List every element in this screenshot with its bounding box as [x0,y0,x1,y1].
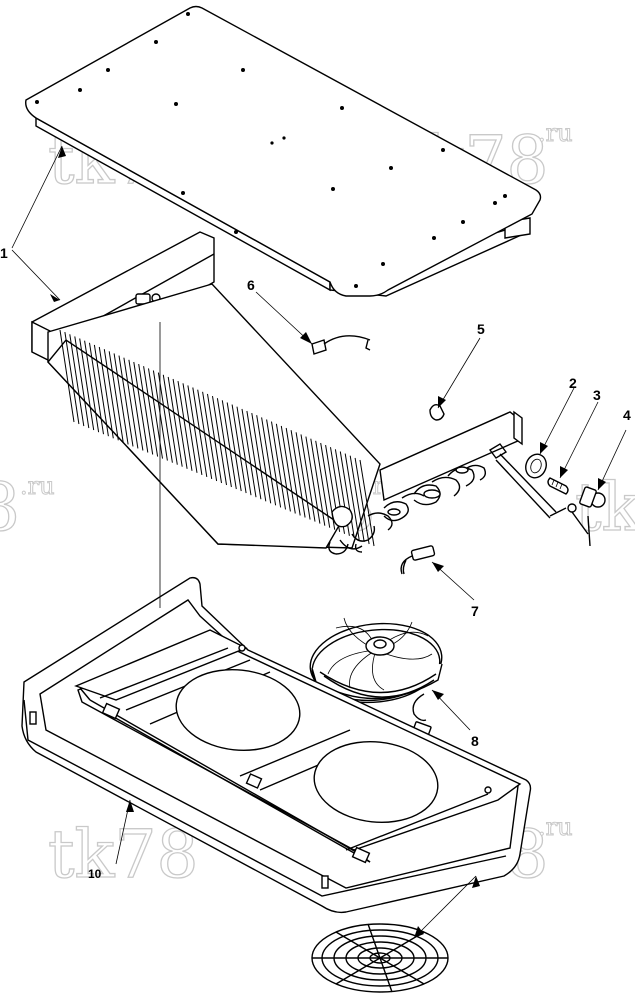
coil-fin [344,453,360,540]
coil-fin [280,425,296,514]
coil-fin [98,346,114,439]
coil-fin [212,396,227,486]
hose-fitting [547,477,569,495]
coil-fin [103,349,119,441]
coil-fin [128,359,144,451]
coil-fin [359,459,375,547]
coil-fin [202,391,218,482]
o-ring-gasket [525,453,547,479]
fan-guard-grille [311,923,449,993]
thermostat-sensor [311,335,371,355]
leader-lines [11,145,627,939]
coil-fin [300,434,316,522]
watermark-mid-left: 8 .ru [0,468,55,546]
coil-fin [275,423,291,512]
watermark-text: tk78 [48,816,199,893]
callout-8: 8 [471,733,479,749]
coil-fin [69,334,85,427]
coil-fin [216,398,232,488]
callout-7: 7 [471,603,479,619]
coil-fin [266,419,282,508]
coil-fin [285,427,301,516]
coil-fin [251,413,267,502]
coil-fin [113,353,129,445]
coil-fin [339,451,355,538]
watermark-suffix: .ru [538,813,573,841]
coil-fin [261,417,277,506]
coil-fin [310,438,326,526]
tube-clip [429,403,445,421]
coil-fin [231,404,247,494]
coil-fins [59,329,375,547]
watermark-suffix: .ru [20,472,55,500]
callout-1: 1 [0,245,8,261]
coil-fin [197,389,213,479]
coil-fin [256,415,272,504]
coil-fin [221,400,237,490]
coil-fin [118,355,134,447]
coil-fin [172,378,188,469]
top-cover-panel [25,5,542,297]
callout-4: 4 [623,407,631,423]
coil-fin [133,361,149,453]
coil-fin [84,340,100,433]
coil-fin [207,393,222,484]
coil-fin [271,421,286,510]
coil-fin [236,406,252,496]
callout-5: 5 [477,321,485,337]
bottom-housing [21,576,532,914]
blower-fan [309,617,443,737]
coil-fin [143,366,159,457]
coil-fin [93,344,109,437]
coil-fin [108,351,124,443]
coil-fin [167,376,183,467]
coil-fin [123,357,139,449]
coil-fin [290,430,306,518]
watermark-mid-right: tk78 [574,468,635,546]
coil-fin [315,440,331,528]
coil-fin [226,402,242,492]
coil-fin [187,385,203,475]
watermark-suffix: .ru [538,119,573,147]
coil-fin [349,455,365,542]
expansion-valve [549,486,606,547]
coil-fin [241,408,257,498]
callout-6: 6 [247,277,255,293]
coil-fin [162,374,178,465]
coil-fin [64,332,80,425]
evaporator-coil [31,231,557,555]
callout-10: 10 [88,867,102,881]
coil-fin [354,457,370,545]
coil-fin [295,432,311,520]
coil-fin [79,338,95,431]
coil-fin [89,342,104,435]
coil-fin [138,364,154,455]
coil-fin [192,387,208,477]
callout-labels: 1 2 3 4 5 6 7 8 10 [0,245,631,881]
coil-fin [246,410,262,500]
coil-fin [182,383,198,473]
watermark-text: tk78 [575,469,635,546]
callout-3: 3 [593,387,601,403]
callout-2: 2 [569,375,577,391]
coil-fin [74,336,90,429]
coil-fin [157,372,173,463]
watermark-text: 8 [0,469,20,546]
coil-fin [305,436,321,524]
coil-fin [177,381,193,471]
wire-connector [400,545,436,575]
coil-fin [59,329,75,423]
